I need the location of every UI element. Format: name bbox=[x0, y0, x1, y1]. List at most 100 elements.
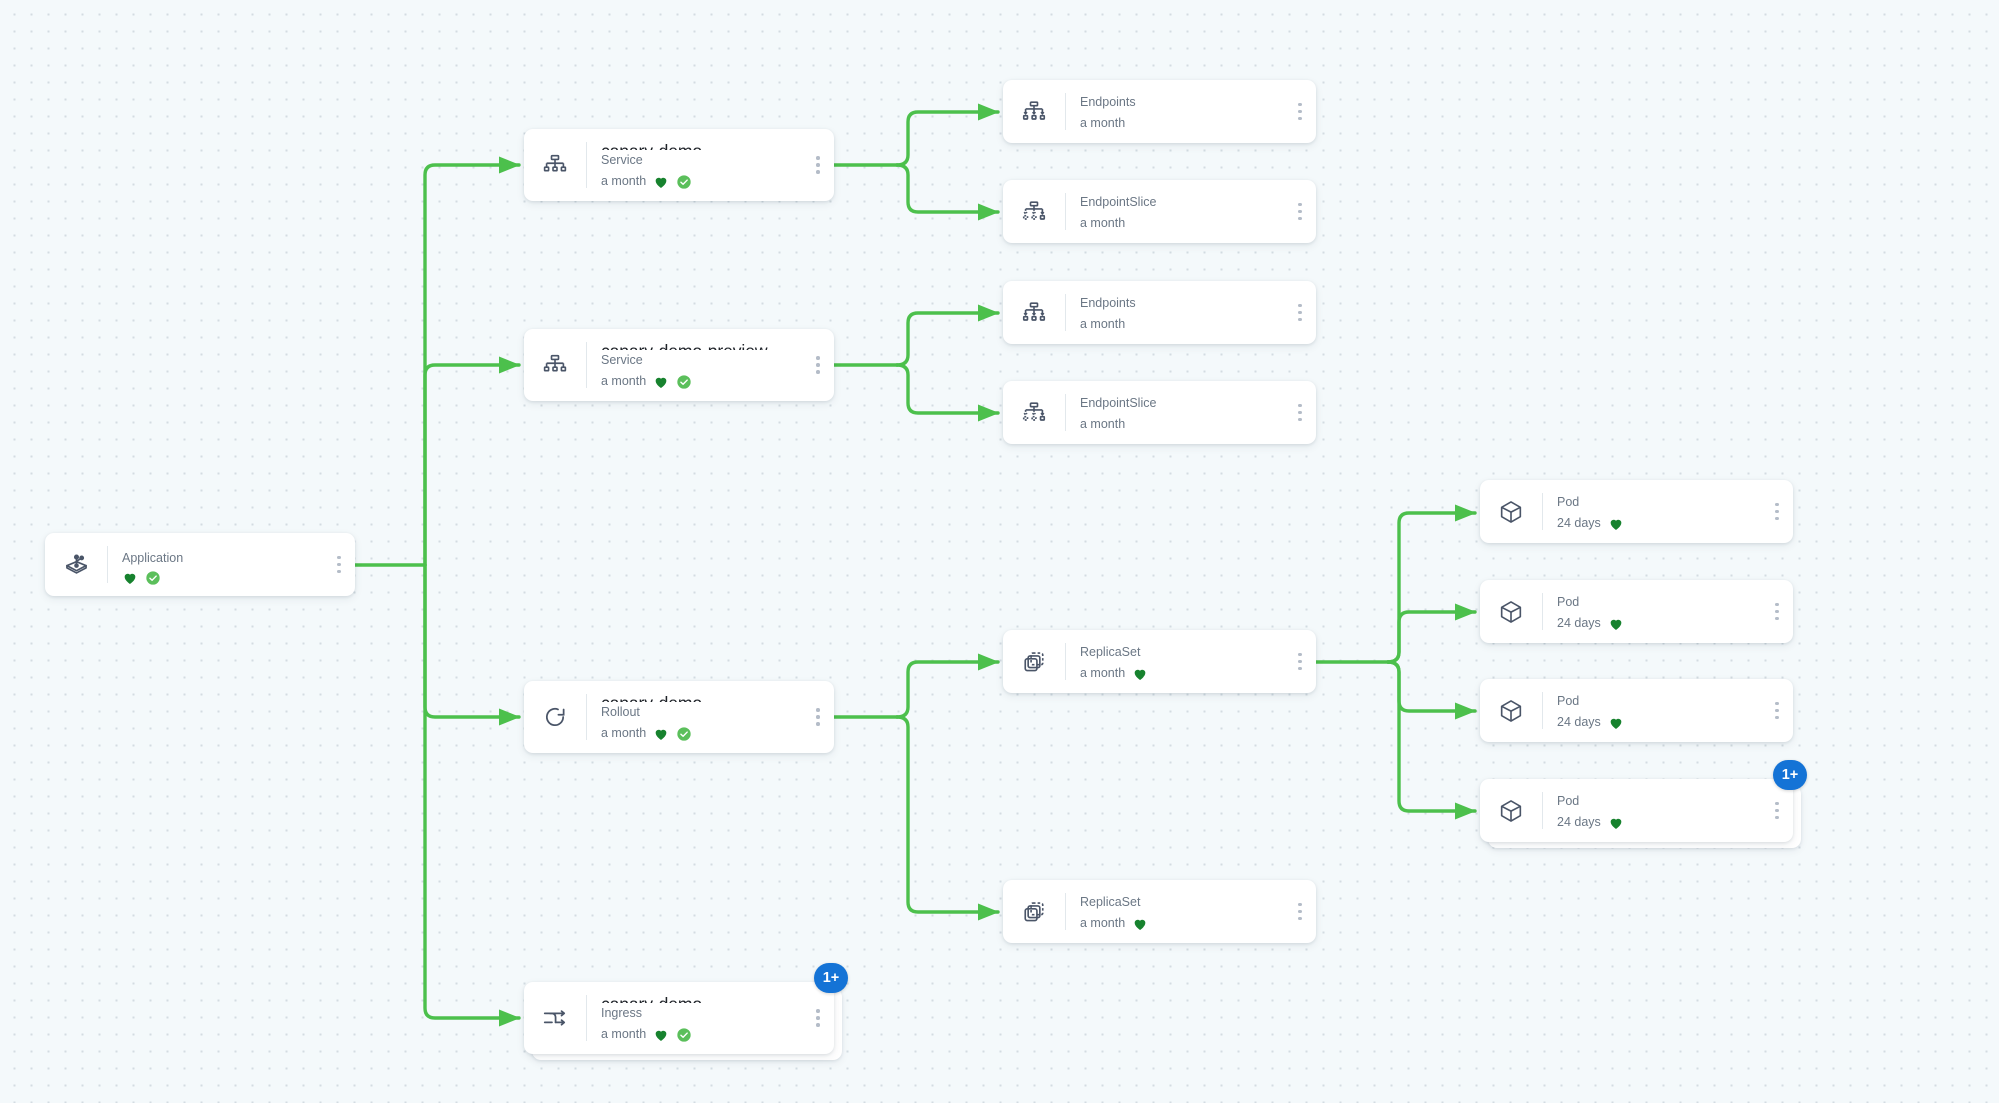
node-status-row: a month bbox=[601, 1025, 800, 1044]
node-card[interactable]: canary-demo Rollout a month bbox=[524, 681, 834, 753]
node-title: canary-demo bbox=[122, 544, 321, 548]
node-card[interactable]: canary-demo-7f89b8b97... Pod 24 days bbox=[1480, 480, 1793, 543]
node-menu-button[interactable] bbox=[808, 129, 834, 201]
node-card[interactable]: canary-demo-7f89b8b97... Pod 24 days bbox=[1480, 679, 1793, 742]
resource-node-ingress-canary-demo[interactable]: canary-demo Ingress a month 1+ bbox=[524, 963, 848, 1060]
node-title: canary-demo-7f89b8b97... bbox=[1557, 690, 1759, 691]
node-status-row: a month bbox=[1080, 914, 1282, 933]
node-menu-button[interactable] bbox=[1290, 630, 1316, 693]
node-menu-button[interactable] bbox=[808, 329, 834, 401]
node-kind: Service bbox=[601, 352, 643, 367]
node-card[interactable]: canary-demo-clpjw EndpointSlice a month bbox=[1003, 180, 1316, 243]
node-card[interactable]: canary-demo-7f89b8b978 ReplicaSet a mont… bbox=[1003, 630, 1316, 693]
synced-check-icon bbox=[676, 1027, 692, 1043]
resource-node-pod-4[interactable]: canary-demo-7f89b8b97... Pod 24 days 1+ bbox=[1480, 760, 1807, 848]
edge-rollout-rs-7f89b8b978 bbox=[895, 653, 1000, 719]
node-status-row bbox=[122, 570, 321, 586]
node-card[interactable]: canary-demo Application bbox=[45, 533, 355, 596]
node-kind: EndpointSlice bbox=[1080, 194, 1157, 209]
resource-node-service-canary-demo[interactable]: canary-demo Service a month bbox=[524, 129, 834, 201]
node-kind: EndpointSlice bbox=[1080, 395, 1157, 410]
node-menu-button[interactable] bbox=[1290, 381, 1316, 444]
node-card[interactable]: canary-demo-preview Service a month bbox=[524, 329, 834, 401]
edge-rs-pod-2 bbox=[1386, 603, 1477, 664]
node-menu-button[interactable] bbox=[1290, 80, 1316, 143]
node-title: canary-demo bbox=[601, 993, 800, 1003]
resource-node-endpoints-canary-demo[interactable]: canary-demo Endpoints a month bbox=[1003, 80, 1316, 143]
node-divider bbox=[586, 995, 587, 1041]
node-card[interactable]: canary-demo-7f89b8b97... Pod 24 days bbox=[1480, 580, 1793, 643]
ingress-icon bbox=[524, 982, 586, 1054]
node-age: a month bbox=[601, 1027, 647, 1042]
synced-check-icon bbox=[676, 726, 692, 742]
node-card[interactable]: canary-demo Endpoints a month bbox=[1003, 80, 1316, 143]
edge-service-preview-endpoints bbox=[895, 304, 1000, 367]
node-status-row: 24 days bbox=[1557, 514, 1759, 533]
node-divider bbox=[1542, 493, 1543, 530]
edge-rollout-rs-967754b4c bbox=[895, 715, 1000, 921]
node-card[interactable]: canary-demo-967754b4c ReplicaSet a month bbox=[1003, 880, 1316, 943]
node-menu-button[interactable] bbox=[808, 982, 834, 1054]
resource-node-replicaset-967754b4c[interactable]: canary-demo-967754b4c ReplicaSet a month bbox=[1003, 880, 1316, 943]
node-menu-button[interactable] bbox=[1767, 779, 1793, 842]
node-kind: Service bbox=[601, 152, 643, 167]
node-content: canary-demo-preview Endpoints a month bbox=[1066, 281, 1290, 344]
node-menu-button[interactable] bbox=[1290, 180, 1316, 243]
node-menu-button[interactable] bbox=[1290, 281, 1316, 344]
edge-service-endpoints bbox=[895, 103, 1000, 167]
node-status-row: 24 days bbox=[1557, 614, 1759, 633]
node-card[interactable]: canary-demo-preview Endpoints a month bbox=[1003, 281, 1316, 344]
node-divider bbox=[586, 694, 587, 740]
node-title: canary-demo-preview bbox=[601, 340, 800, 350]
node-menu-button[interactable] bbox=[808, 681, 834, 753]
node-title: canary-demo bbox=[601, 140, 800, 150]
node-title: canary-demo-clpjw bbox=[1080, 191, 1282, 192]
node-card[interactable]: canary-demo Ingress a month bbox=[524, 982, 834, 1054]
node-title: canary-demo-7f89b8b97... bbox=[1557, 491, 1759, 492]
resource-node-endpoints-canary-demo-preview[interactable]: canary-demo-preview Endpoints a month bbox=[1003, 281, 1316, 344]
node-age: 24 days bbox=[1557, 616, 1601, 631]
node-card[interactable]: canary-demo-7f89b8b97... Pod 24 days bbox=[1480, 779, 1793, 842]
resource-node-endpointslice-canary-demo-preview-v[interactable]: canary-demo-preview-v... EndpointSlice a… bbox=[1003, 381, 1316, 444]
node-card[interactable]: canary-demo-preview-v... EndpointSlice a… bbox=[1003, 381, 1316, 444]
node-kind: Pod bbox=[1557, 693, 1580, 708]
node-age: a month bbox=[601, 726, 647, 741]
edge-rs-pod-3 bbox=[1386, 660, 1477, 720]
service-icon bbox=[524, 129, 586, 201]
pod-icon bbox=[1480, 580, 1542, 643]
edge-rs-pod-1 bbox=[1386, 504, 1477, 664]
resource-node-endpointslice-canary-demo-clpjw[interactable]: canary-demo-clpjw EndpointSlice a month bbox=[1003, 180, 1316, 243]
resource-node-replicaset-7f89b8b978[interactable]: canary-demo-7f89b8b978 ReplicaSet a mont… bbox=[1003, 630, 1316, 693]
resource-node-pod-1[interactable]: canary-demo-7f89b8b97... Pod 24 days bbox=[1480, 480, 1793, 543]
node-content: canary-demo Service a month bbox=[587, 129, 808, 201]
node-divider bbox=[1065, 893, 1066, 930]
node-count-badge[interactable]: 1+ bbox=[814, 963, 848, 993]
node-menu-button[interactable] bbox=[329, 533, 355, 596]
node-divider bbox=[1065, 643, 1066, 680]
resource-node-pod-3[interactable]: canary-demo-7f89b8b97... Pod 24 days bbox=[1480, 679, 1793, 742]
node-count-badge[interactable]: 1+ bbox=[1773, 760, 1807, 790]
node-card[interactable]: canary-demo Service a month bbox=[524, 129, 834, 201]
resource-node-rollout-canary-demo[interactable]: canary-demo Rollout a month bbox=[524, 681, 834, 753]
node-content: canary-demo-967754b4c ReplicaSet a month bbox=[1066, 880, 1290, 943]
node-menu-button[interactable] bbox=[1767, 679, 1793, 742]
node-divider bbox=[586, 342, 587, 388]
healthy-heart-icon bbox=[1608, 715, 1624, 731]
resource-node-service-canary-demo-preview[interactable]: canary-demo-preview Service a month bbox=[524, 329, 834, 401]
node-divider bbox=[586, 142, 587, 188]
edge-service-preview-endpointslice bbox=[895, 363, 1000, 422]
healthy-heart-icon bbox=[653, 174, 669, 190]
node-status-row: a month bbox=[1080, 664, 1282, 683]
healthy-heart-icon bbox=[1132, 916, 1148, 932]
node-divider bbox=[1542, 792, 1543, 829]
node-menu-button[interactable] bbox=[1290, 880, 1316, 943]
node-age: a month bbox=[1080, 417, 1126, 432]
node-status-row: a month bbox=[1080, 114, 1282, 133]
node-status-row: a month bbox=[1080, 315, 1282, 334]
node-menu-button[interactable] bbox=[1767, 580, 1793, 643]
resource-node-application[interactable]: canary-demo Application bbox=[45, 533, 355, 596]
node-menu-button[interactable] bbox=[1767, 480, 1793, 543]
node-kind: Rollout bbox=[601, 704, 640, 719]
resource-node-pod-2[interactable]: canary-demo-7f89b8b97... Pod 24 days bbox=[1480, 580, 1793, 643]
